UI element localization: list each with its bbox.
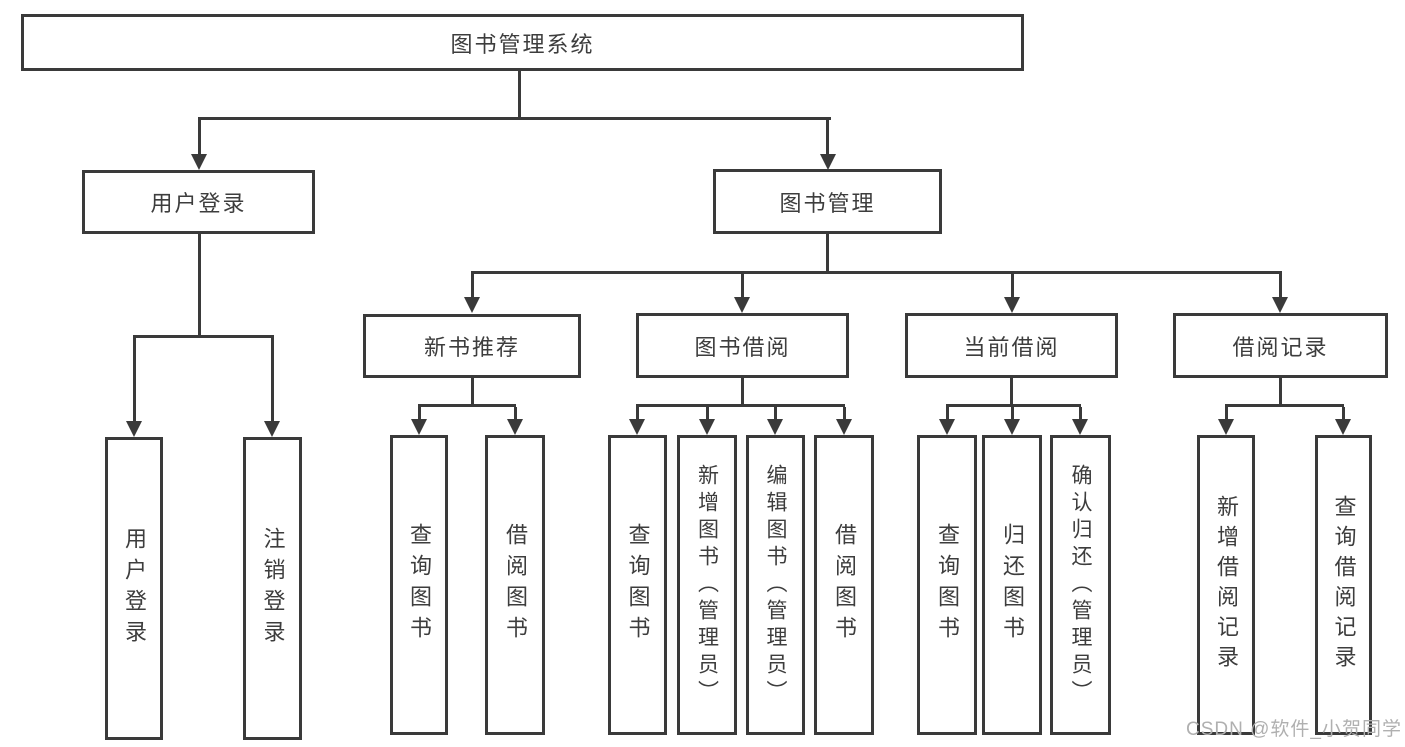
arrowhead-leaf	[699, 419, 715, 435]
leaf-label: 查询图书	[935, 523, 960, 647]
leaf-label: 查询图书	[407, 523, 432, 647]
node-library-management-system: 图书管理系统	[21, 14, 1024, 71]
leaf-label: 查询借阅记录	[1331, 495, 1357, 675]
leaf-label: 查询图书	[625, 523, 651, 647]
connector-leaf	[843, 407, 846, 419]
connector-user-login-branch	[133, 335, 274, 338]
connector-current-borrow-trunk	[1010, 378, 1013, 406]
leaf-edit-books-admin: 编辑图书（管理员）	[746, 435, 805, 735]
connector-root-branch	[198, 117, 831, 120]
leaf-label: 归还图书	[1000, 523, 1025, 647]
arrowhead-user-login	[191, 154, 207, 170]
arrowhead-leaf	[1335, 419, 1351, 435]
arrowhead-leaf	[939, 419, 955, 435]
node-current-borrow: 当前借阅	[905, 313, 1118, 378]
connector-leaf	[1225, 407, 1228, 419]
connector-to-book-borrow	[741, 274, 744, 299]
leaf-label: 编辑图书（管理员）	[764, 463, 787, 707]
node-label: 图书借阅	[694, 334, 791, 360]
arrowhead-leaf	[629, 419, 645, 435]
leaf-label: 确认归还（管理员）	[1069, 463, 1092, 707]
connector-leaf	[1079, 407, 1082, 419]
leaf-label: 用户登录	[122, 526, 147, 651]
connector-to-new-book	[471, 274, 474, 299]
arrowhead-leaf-login	[126, 421, 142, 437]
arrowhead-leaf	[836, 419, 852, 435]
connector-to-book-management	[826, 119, 829, 155]
arrowhead-leaf	[1218, 419, 1234, 435]
node-book-borrow: 图书借阅	[636, 313, 849, 378]
connector-to-leaf-login	[133, 338, 136, 421]
leaf-label: 注销登录	[260, 526, 286, 651]
leaf-label: 借阅图书	[503, 523, 528, 647]
connector-leaf	[706, 407, 709, 419]
leaf-label: 新增图书（管理员）	[695, 463, 719, 707]
node-label: 新书推荐	[423, 335, 520, 360]
leaf-borrow-books: 借阅图书	[485, 435, 545, 735]
connector-borrow-records-branch	[1225, 404, 1344, 407]
leaf-logout-login: 注销登录	[243, 437, 302, 740]
connector-book-borrow-trunk	[741, 378, 744, 406]
connector-to-current-borrow	[1011, 274, 1014, 299]
leaf-add-borrow-record: 新增借阅记录	[1197, 435, 1255, 735]
arrowhead-borrow-records	[1272, 297, 1288, 313]
node-label: 图书管理	[779, 190, 876, 216]
connector-leaf	[946, 407, 949, 419]
node-book-management: 图书管理	[713, 169, 942, 234]
connector-new-book-trunk	[471, 378, 474, 406]
connector-to-user-login	[198, 119, 201, 155]
leaf-query-books: 查询图书	[608, 435, 667, 735]
leaf-confirm-return-admin: 确认归还（管理员）	[1050, 435, 1111, 735]
leaf-user-login: 用户登录	[105, 437, 163, 740]
connector-borrow-records-trunk	[1279, 378, 1282, 406]
connector-to-borrow-records	[1279, 274, 1282, 299]
connector-book-mgmt-trunk	[826, 234, 829, 272]
arrowhead-leaf	[767, 419, 783, 435]
arrowhead-current-borrow	[1004, 297, 1020, 313]
leaf-query-books: 查询图书	[390, 435, 448, 735]
connector-book-borrow-branch	[636, 404, 845, 407]
connector-leaf	[514, 407, 517, 419]
node-label: 图书管理系统	[450, 31, 595, 57]
arrowhead-leaf-logout	[264, 421, 280, 437]
connector-to-leaf-logout	[271, 338, 274, 421]
leaf-return-books: 归还图书	[982, 435, 1042, 735]
connector-leaf	[636, 407, 639, 419]
connector-leaf	[1342, 407, 1345, 419]
leaf-borrow-books: 借阅图书	[814, 435, 874, 735]
arrowhead-book-management	[820, 154, 836, 170]
leaf-add-books-admin: 新增图书（管理员）	[677, 435, 737, 735]
connector-new-book-branch	[418, 404, 516, 407]
node-label: 当前借阅	[963, 334, 1060, 360]
connector-leaf	[1011, 407, 1014, 419]
connector-leaf	[774, 407, 777, 419]
connector-user-login-trunk	[198, 234, 201, 337]
node-label: 借阅记录	[1232, 334, 1329, 360]
arrowhead-leaf	[1072, 419, 1088, 435]
connector-current-borrow-branch	[946, 404, 1081, 407]
node-borrow-records: 借阅记录	[1173, 313, 1388, 378]
arrowhead-leaf	[411, 419, 427, 435]
connector-leaf	[418, 407, 421, 419]
leaf-label: 借阅图书	[832, 523, 857, 647]
leaf-query-books: 查询图书	[917, 435, 977, 735]
arrowhead-book-borrow	[734, 297, 750, 313]
arrowhead-new-book	[464, 297, 480, 313]
arrowhead-leaf	[507, 419, 523, 435]
watermark-text: CSDN @软件_小贺同学	[1186, 719, 1402, 740]
node-label: 用户登录	[150, 191, 247, 216]
node-user-login: 用户登录	[82, 170, 315, 234]
leaf-query-borrow-record: 查询借阅记录	[1315, 435, 1372, 735]
connector-book-mgmt-branch	[471, 271, 1282, 274]
leaf-label: 新增借阅记录	[1214, 495, 1239, 675]
node-new-book-recommend: 新书推荐	[363, 314, 581, 378]
connector-root-trunk	[518, 71, 521, 119]
arrowhead-leaf	[1004, 419, 1020, 435]
